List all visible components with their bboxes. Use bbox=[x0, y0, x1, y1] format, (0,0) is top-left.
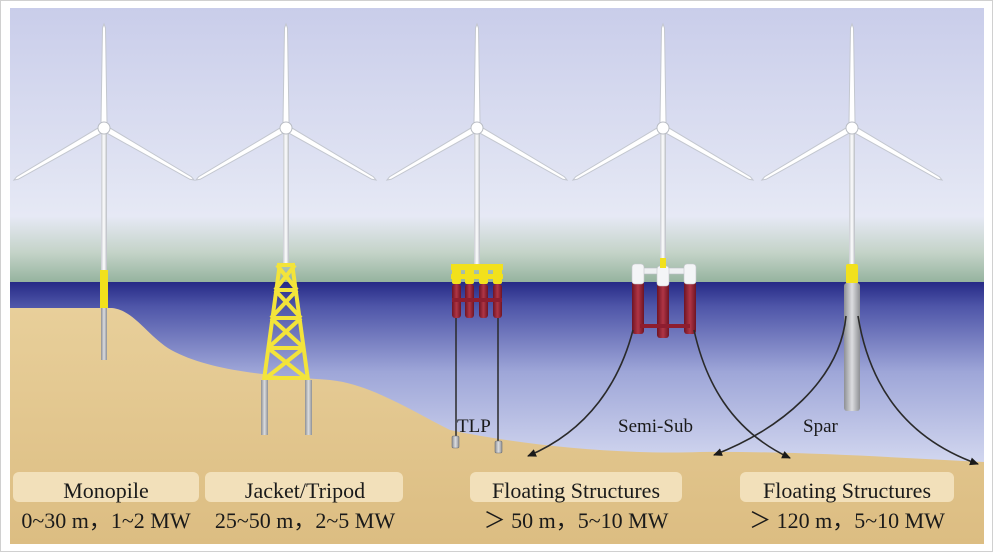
tlp-anchor-right bbox=[494, 440, 503, 454]
caption-monopile-type: Monopile bbox=[63, 478, 149, 503]
spar-rotor bbox=[759, 23, 945, 184]
semisub-mooring-right bbox=[693, 329, 791, 459]
caption-floating-1: Floating Structures ＞ 50 m，5~10 MW bbox=[470, 472, 682, 533]
semisub-tower bbox=[660, 130, 666, 266]
caption-jacket-specs: 25~50 m，2~5 MW bbox=[215, 508, 395, 533]
caption-floating-2-type: Floating Structures bbox=[763, 478, 931, 503]
spar-tower bbox=[849, 130, 855, 266]
tlp-rotor bbox=[384, 23, 570, 184]
semisub-rotor bbox=[570, 23, 756, 184]
tlp-tower bbox=[474, 130, 480, 266]
caption-jacket-type: Jacket/Tripod bbox=[245, 478, 365, 503]
spar-label: Spar bbox=[803, 416, 839, 437]
caption-floating-1-type: Floating Structures bbox=[492, 478, 660, 503]
spar-mooring-right bbox=[857, 315, 979, 466]
monopile-tower bbox=[101, 130, 107, 270]
jacket-rotor bbox=[193, 23, 379, 184]
jacket-pile-left bbox=[261, 380, 268, 435]
jacket-pile-right bbox=[305, 380, 312, 435]
semisub-turbine: Semi-Sub bbox=[527, 23, 791, 459]
caption-monopile: Monopile 0~30 m，1~2 MW bbox=[13, 472, 199, 533]
spar-mooring-left bbox=[713, 315, 847, 456]
caption-jacket: Jacket/Tripod 25~50 m，2~5 MW bbox=[205, 472, 403, 533]
caption-floating-1-specs: ＞ 50 m，5~10 MW bbox=[484, 508, 669, 533]
jacket-turbine bbox=[193, 23, 379, 435]
spar-transition-piece bbox=[846, 264, 858, 284]
tlp-turbine: TLP bbox=[384, 23, 570, 454]
tlp-platform bbox=[451, 264, 503, 318]
monopile-transition-piece bbox=[100, 270, 108, 308]
tlp-label: TLP bbox=[457, 416, 491, 437]
monopile-pile bbox=[101, 308, 107, 360]
caption-floating-2-specs: ＞ 120 m，5~10 MW bbox=[749, 508, 945, 533]
monopile-turbine bbox=[11, 23, 197, 360]
semisub-platform bbox=[631, 258, 697, 338]
tlp-anchor-left bbox=[451, 435, 460, 449]
semisub-label: Semi-Sub bbox=[618, 416, 693, 437]
spar-turbine: Spar bbox=[713, 23, 979, 466]
jacket-tower bbox=[283, 130, 289, 265]
sky bbox=[10, 8, 984, 286]
jacket-structure bbox=[262, 262, 310, 381]
monopile-rotor bbox=[11, 23, 197, 184]
caption-monopile-specs: 0~30 m，1~2 MW bbox=[21, 508, 190, 533]
semisub-mooring-left bbox=[527, 329, 634, 457]
spar-buoy bbox=[844, 283, 860, 411]
caption-floating-2: Floating Structures ＞ 120 m，5~10 MW bbox=[740, 472, 954, 533]
